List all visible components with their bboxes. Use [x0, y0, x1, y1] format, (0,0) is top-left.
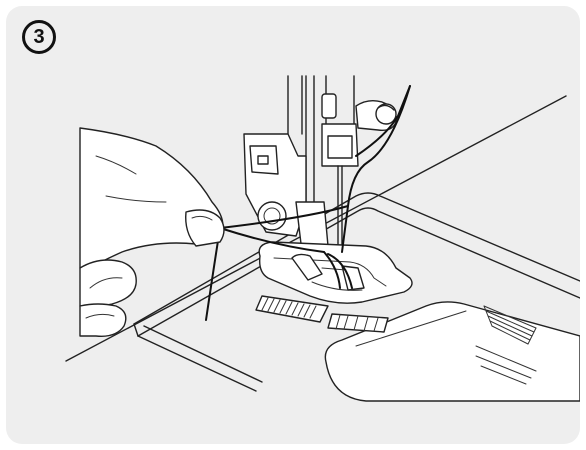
sewing-machine-threading-illustration [6, 6, 580, 444]
hand-illustration [80, 128, 224, 336]
needle-bar [322, 76, 354, 126]
feed-dogs [256, 296, 388, 332]
instruction-panel: 3 [6, 6, 580, 444]
step-number-badge: 3 [22, 20, 56, 54]
presser-foot-ankle [244, 134, 328, 252]
presser-foot-screw [258, 202, 286, 230]
